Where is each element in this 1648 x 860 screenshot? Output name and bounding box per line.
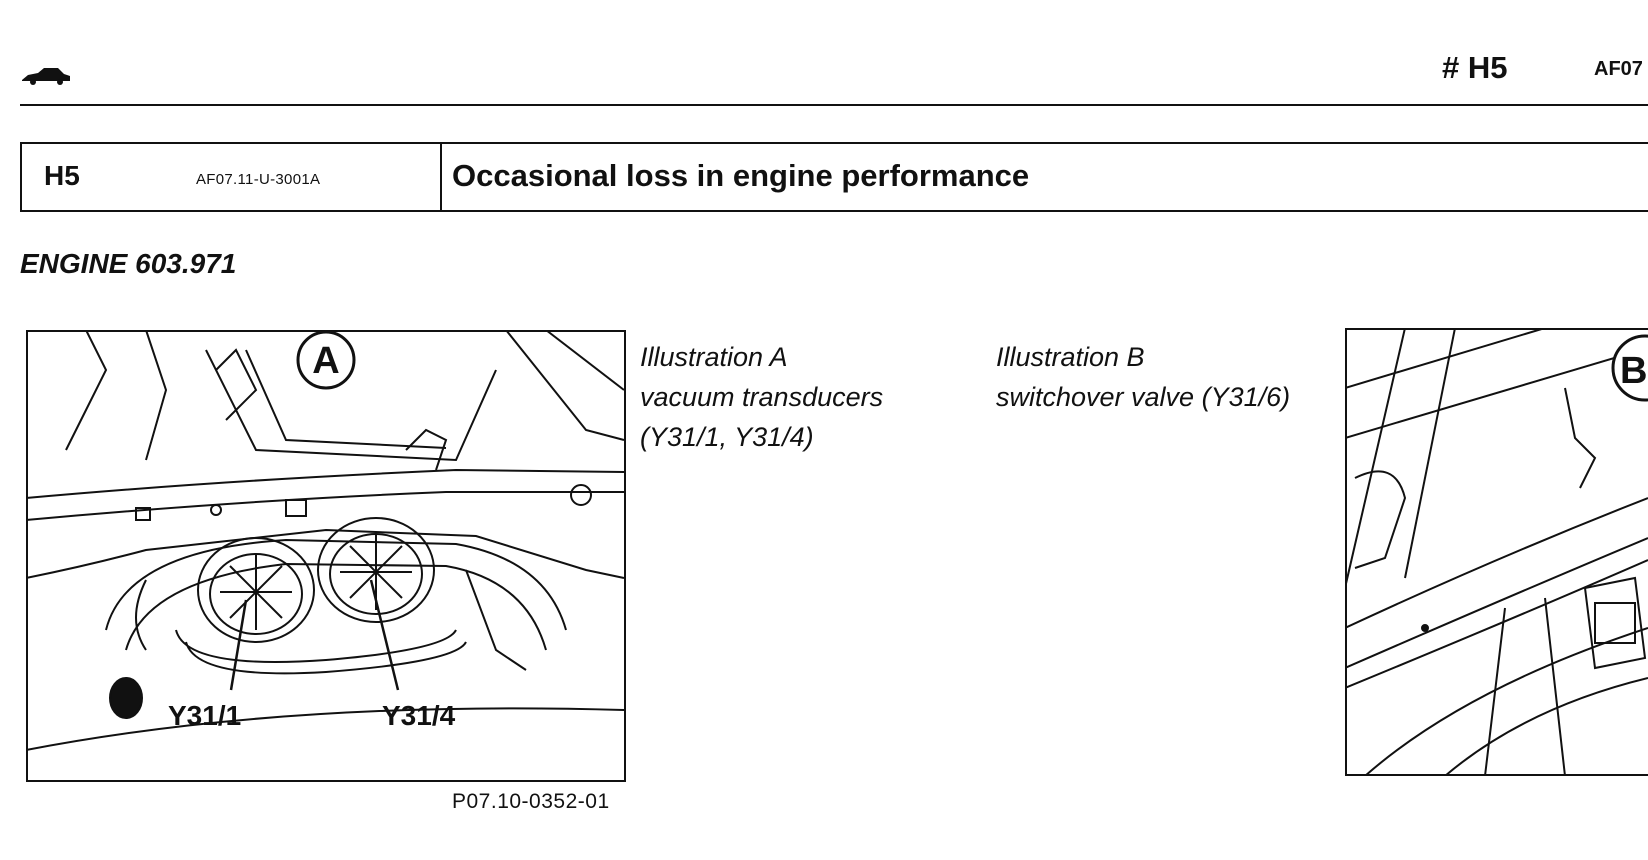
section-heading: ENGINE 603.971 bbox=[20, 248, 237, 279]
illustration-b bbox=[1345, 328, 1648, 776]
title-box-code: H5 bbox=[44, 160, 80, 191]
caption-a-line: Illustration A bbox=[640, 342, 788, 372]
illustration-a bbox=[26, 330, 626, 782]
header-ref: AF07 bbox=[1594, 58, 1643, 80]
figure-reference: P07.10-0352-01 bbox=[452, 790, 610, 813]
illustration-a-label-y31-1: Y31/1 bbox=[168, 700, 242, 731]
caption-b-line: Illustration B bbox=[996, 342, 1145, 372]
header-divider bbox=[20, 104, 1648, 106]
caption-illustration-b: Illustration B switchover valve (Y31/6) bbox=[996, 337, 1290, 417]
header-code: # H5 bbox=[1442, 50, 1508, 85]
illustration-b-badge: B bbox=[1620, 350, 1648, 392]
car-icon bbox=[22, 68, 70, 85]
caption-a-line: vacuum transducers bbox=[640, 382, 884, 412]
title-box-ref: AF07.11-U-3001A bbox=[196, 171, 321, 188]
title-box bbox=[20, 142, 1648, 212]
illustration-a-label-y31-4: Y31/4 bbox=[382, 700, 456, 731]
page-title: Occasional loss in engine performance bbox=[452, 158, 1030, 193]
caption-illustration-a: Illustration A vacuum transducers (Y31/1… bbox=[640, 337, 883, 457]
illustration-a-badge: A bbox=[312, 340, 340, 382]
caption-b-line: switchover valve (Y31/6) bbox=[996, 382, 1291, 412]
caption-a-line: (Y31/1, Y31/4) bbox=[640, 422, 814, 452]
title-box-divider bbox=[440, 142, 442, 212]
